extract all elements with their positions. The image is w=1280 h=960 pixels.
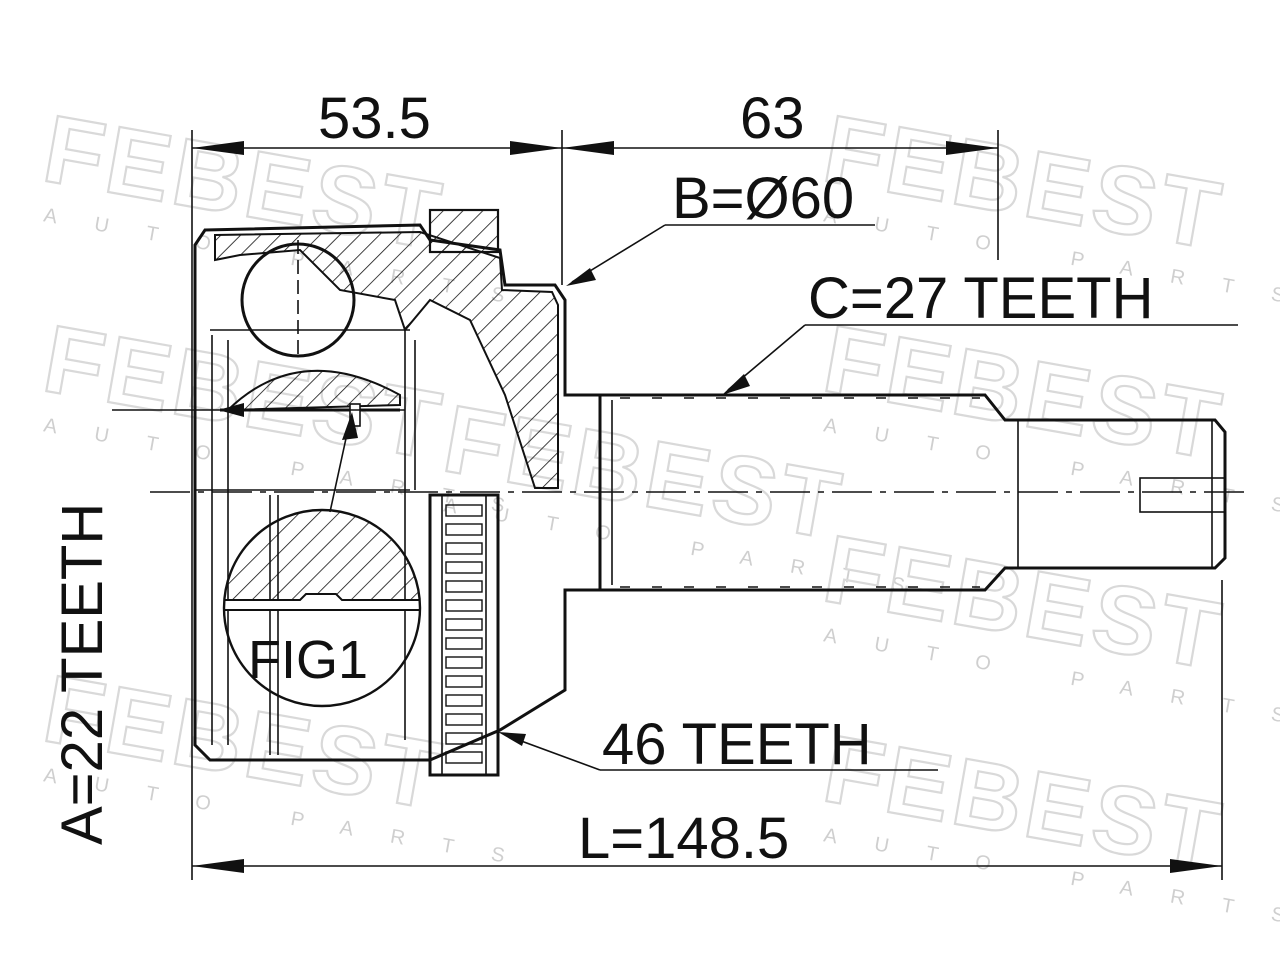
dimension-lines (112, 130, 1238, 880)
abs-tooth (445, 523, 483, 536)
dim-outer-teeth: C=27 TEETH (808, 266, 1153, 331)
abs-tooth (445, 542, 483, 555)
abs-tooth (445, 694, 483, 707)
abs-tooth (445, 618, 483, 631)
dim-length-b: 63 (740, 86, 805, 151)
abs-tooth (445, 504, 483, 517)
dim-inner-teeth: A=22 TEETH (50, 503, 115, 845)
abs-tooth (445, 675, 483, 688)
figure-label: FIG1 (248, 630, 368, 690)
dim-abs-teeth: 46 TEETH (602, 712, 872, 777)
abs-tooth (445, 580, 483, 593)
shaft (598, 393, 1227, 592)
dim-diameter: B=Ø60 (672, 166, 854, 231)
abs-tooth (445, 713, 483, 726)
dim-overall-length: L=148.5 (578, 806, 789, 871)
abs-tooth (445, 732, 483, 745)
dim-length-a: 53.5 (318, 86, 431, 151)
abs-tooth (445, 561, 483, 574)
abs-tooth (445, 656, 483, 669)
abs-ring (428, 493, 500, 777)
abs-tooth (445, 751, 483, 764)
abs-tooth (445, 637, 483, 650)
abs-tooth (445, 599, 483, 612)
